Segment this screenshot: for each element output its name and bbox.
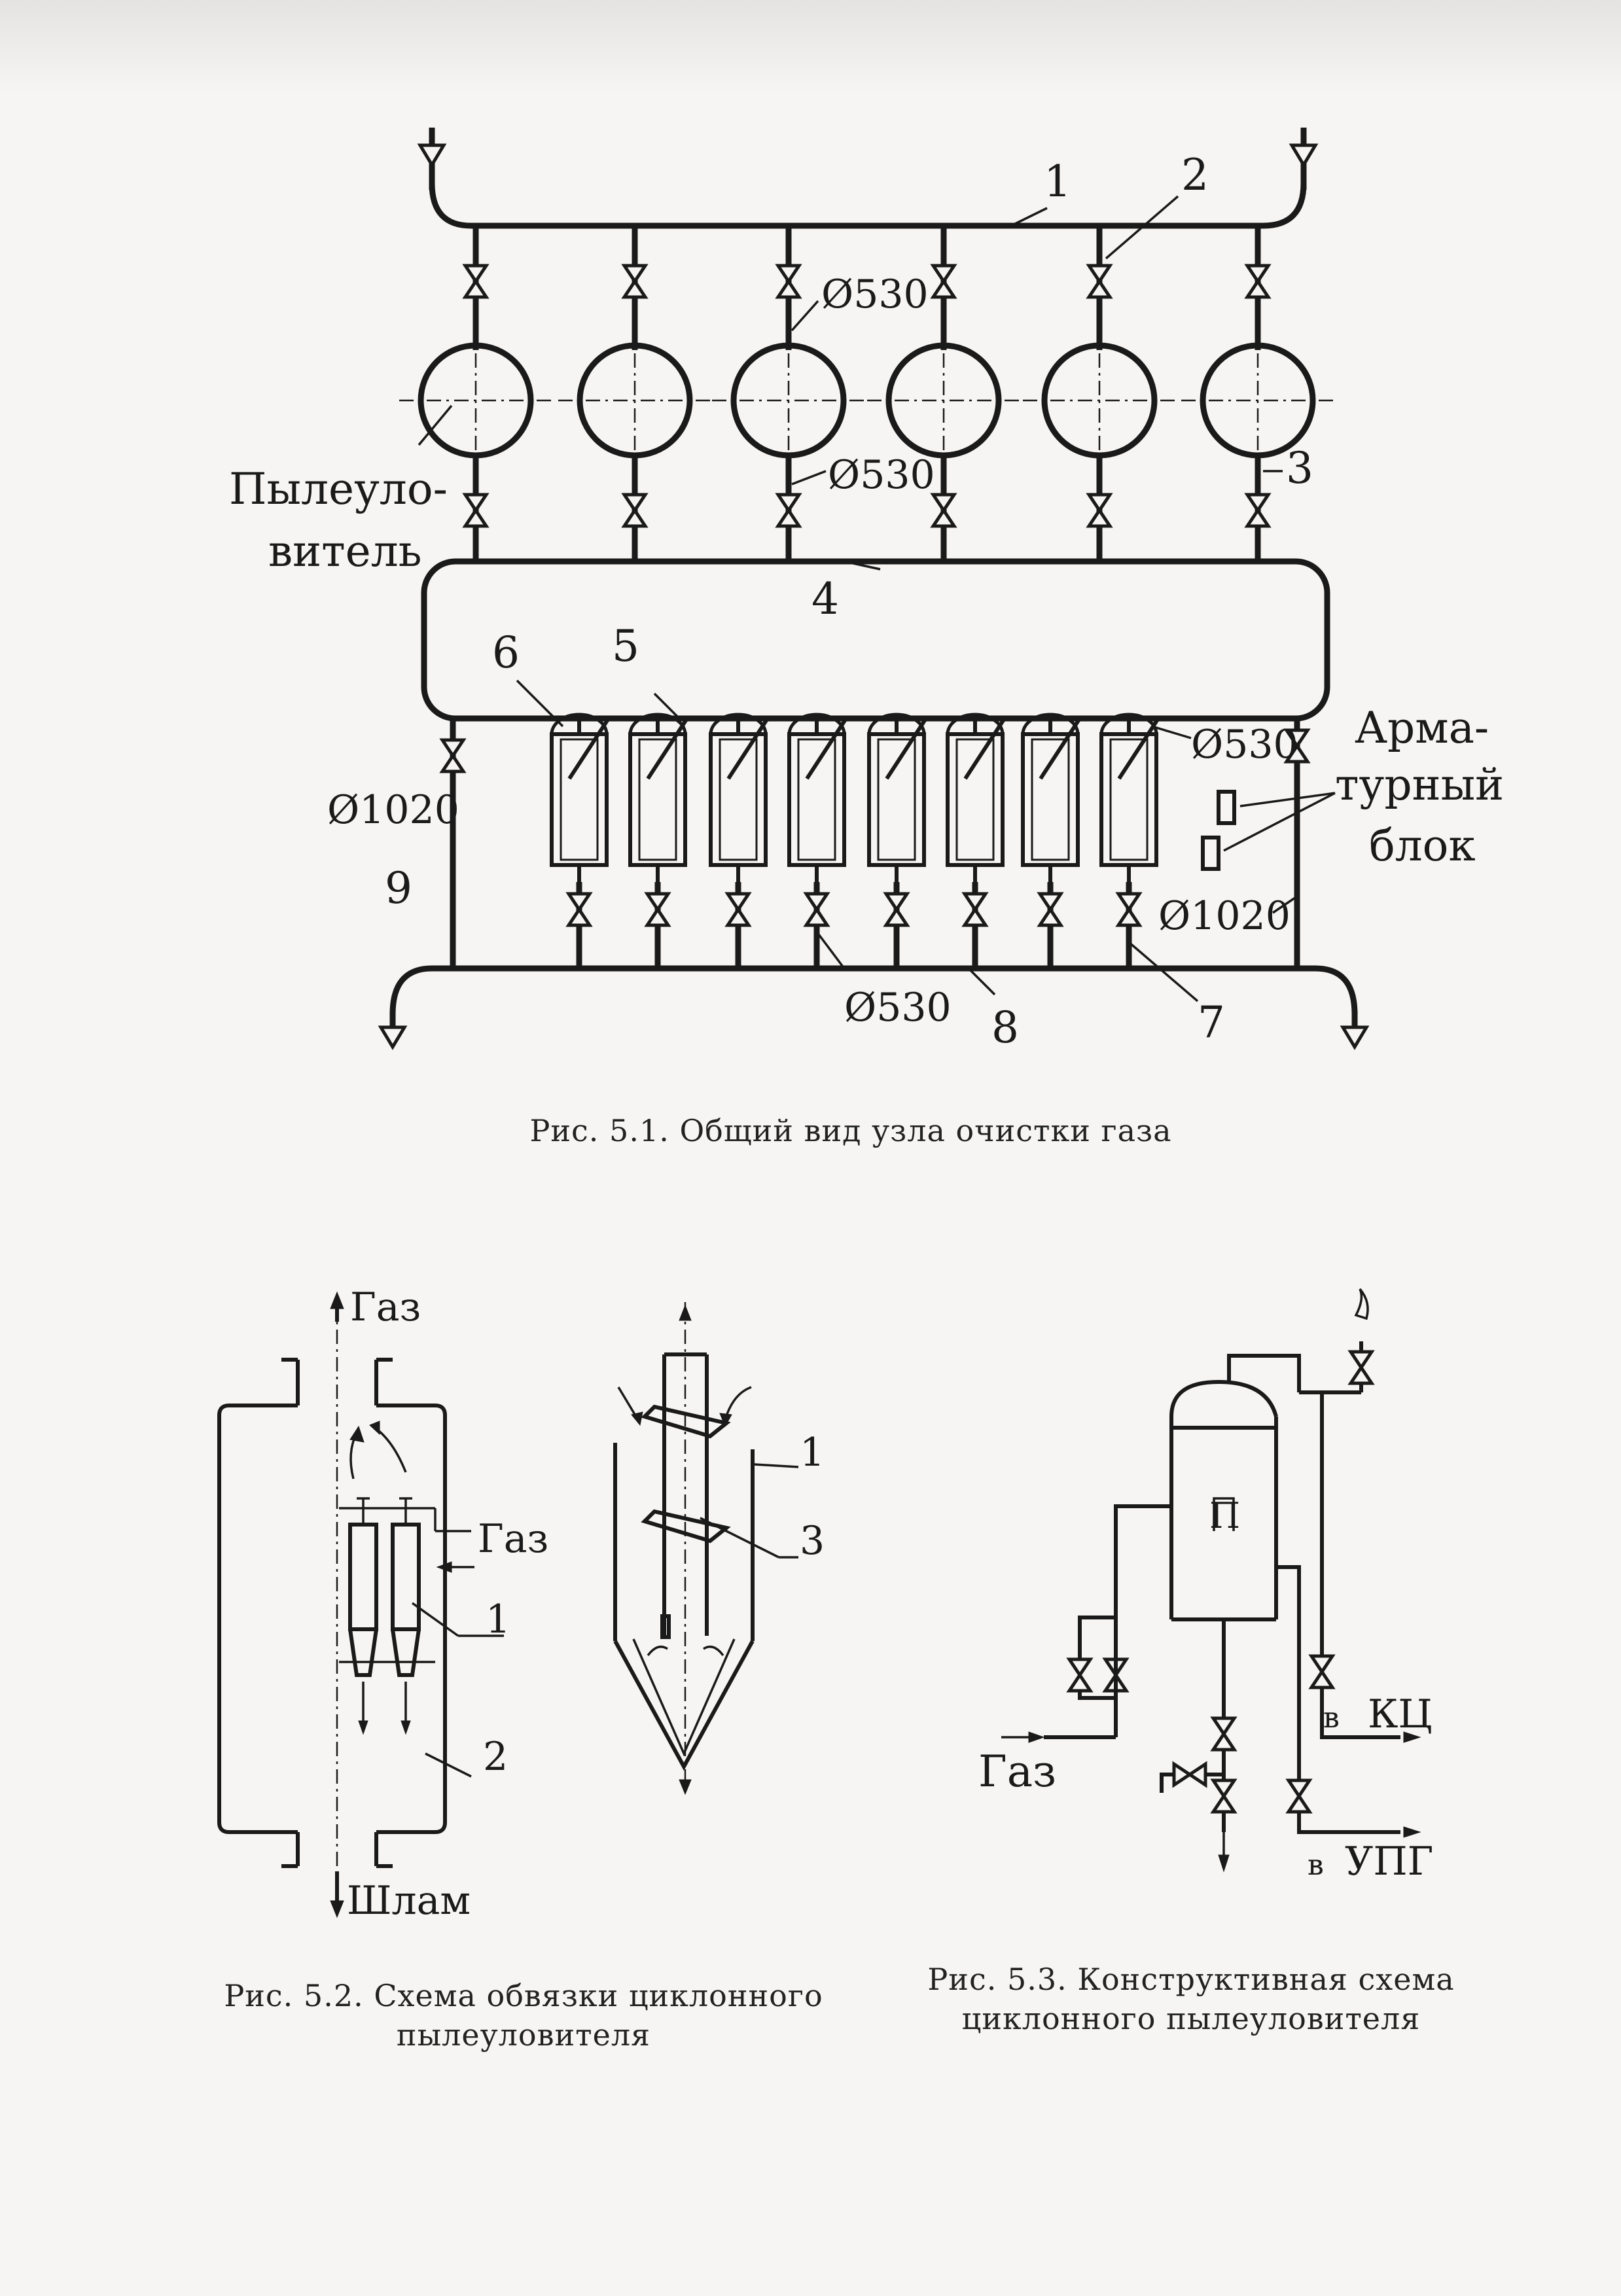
fig2-caption-line2: пылеуловителя	[396, 2017, 651, 2053]
fig2-piping-scheme: Газ Газ 1 2 Шлам	[217, 1284, 548, 1924]
dust-collector-label-1: Пылеуло-	[229, 464, 448, 514]
valve-block-label-2: турный	[1335, 760, 1504, 810]
fig2-gas-top: Газ	[350, 1284, 421, 1330]
fig1-label-1: 1	[1044, 156, 1071, 207]
inlet-arrow-right	[1292, 128, 1315, 190]
fig2-label-1: 1	[486, 1597, 510, 1642]
dim-530-bottom: Ø530	[844, 985, 952, 1031]
dim-530-right: Ø530	[1191, 722, 1298, 768]
gas-collector-4	[421, 558, 1330, 722]
dust-collector-label-2: витель	[268, 526, 422, 576]
fig1-label-8: 8	[991, 1002, 1019, 1053]
dust-collector-3	[712, 226, 866, 563]
scan-shading	[0, 0, 1621, 92]
dust-collector-1	[399, 226, 553, 563]
cyclone-row	[552, 715, 1160, 968]
bypass-pipe-left	[442, 718, 463, 968]
dim-530-top: Ø530	[821, 272, 929, 317]
bypass-pipe-right	[1287, 718, 1308, 968]
fig3-upg: УПГ	[1345, 1839, 1433, 1884]
dim-1020-left: Ø1020	[327, 787, 459, 833]
dim-530-mid: Ø530	[828, 452, 935, 498]
fig3-v1: в	[1323, 1701, 1340, 1735]
fig2-caption-line1: Рис. 5.2. Схема обвязки циклонного	[224, 1978, 823, 2013]
cyclone-label-1: 1	[800, 1430, 825, 1475]
fig3-gas: Газ	[978, 1746, 1056, 1797]
valve-block-label-3: блок	[1369, 821, 1476, 871]
dust-collector-row	[399, 226, 1335, 563]
valve-block-boxes	[1201, 790, 1336, 871]
fig2-label-2: 2	[483, 1734, 508, 1780]
fig1-label-6: 6	[492, 627, 520, 678]
fig3-tag-p: П	[1209, 1495, 1240, 1536]
fig3-v2: в	[1308, 1848, 1324, 1882]
dust-collector-6	[1181, 226, 1335, 563]
cyclone-label-3: 3	[800, 1518, 825, 1564]
bottom-header-pipe	[389, 965, 1358, 1015]
inlet-arrow-left	[420, 128, 444, 190]
fig2-caption: Рис. 5.2. Схема обвязки циклонного пылеу…	[196, 1976, 851, 2055]
fig1-label-5: 5	[612, 621, 639, 671]
fig2-sludge: Шлам	[347, 1878, 471, 1924]
fig3-caption-line2: циклонного пылеуловителя	[961, 2001, 1421, 2036]
valve-block-label-1: Арма-	[1355, 703, 1489, 753]
fig3-caption: Рис. 5.3. Конструктивная схема циклонног…	[897, 1960, 1486, 2038]
fig2-gas-side: Газ	[478, 1516, 548, 1562]
fig1-label-3: 3	[1286, 443, 1313, 493]
dust-collector-2	[558, 226, 712, 563]
top-header-pipe	[429, 183, 1307, 229]
fig1-label-9: 9	[385, 863, 412, 913]
outlet-arrow-left	[381, 1011, 404, 1047]
fig3-caption-line1: Рис. 5.3. Конструктивная схема	[927, 1962, 1455, 1997]
fig1-caption: Рис. 5.1. Общий вид узла очистки газа	[529, 1113, 1172, 1148]
fig1-plant-scheme: 1 2 3 4 5 6 7 8 9 Ø530 Ø530 Ø530 Ø530 Ø1…	[229, 128, 1504, 1053]
dim-1020-right: Ø1020	[1158, 893, 1291, 939]
fig1-label-2: 2	[1181, 150, 1209, 200]
fig3-constructive-scheme: Газ П в КЦ в УПГ	[978, 1288, 1433, 1884]
dust-collector-5	[1023, 226, 1177, 563]
fig3-kc: КЦ	[1368, 1691, 1433, 1737]
fig1-label-4: 4	[811, 574, 839, 624]
outlet-arrow-right	[1343, 1011, 1366, 1047]
fig1-label-7: 7	[1198, 997, 1225, 1048]
dust-collector-4	[867, 226, 1021, 563]
cyclone-element: 1 3	[613, 1302, 825, 1795]
leader-lines	[418, 195, 1298, 1002]
